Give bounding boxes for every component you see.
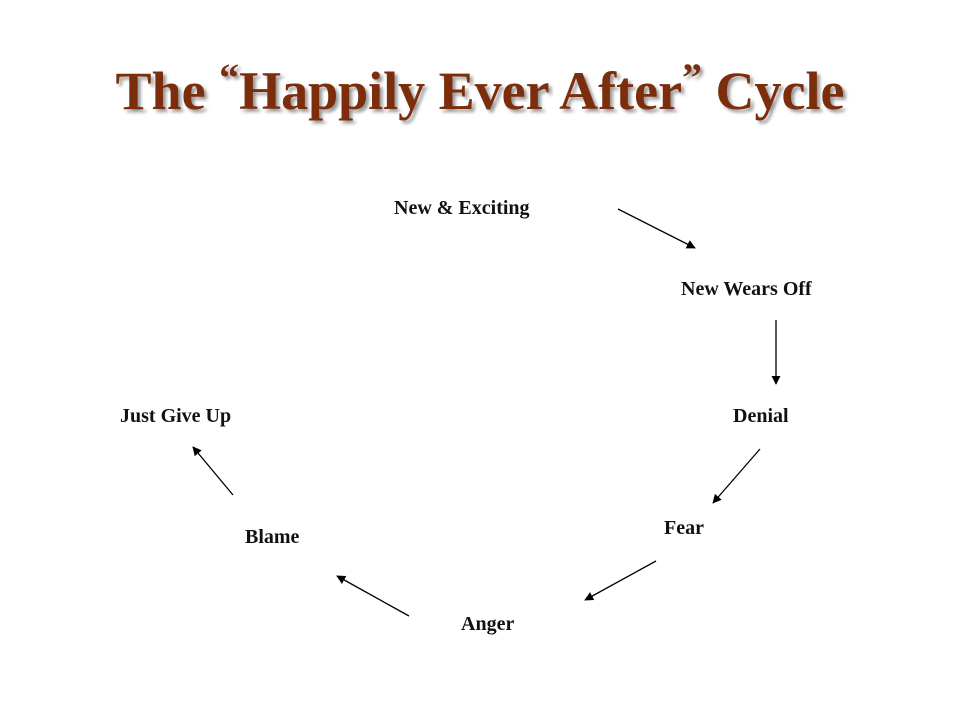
stage-new-wears-off: New Wears Off (681, 278, 812, 300)
stage-anger: Anger (461, 613, 515, 635)
stage-new-and-exciting: New & Exciting (394, 197, 530, 219)
title-suffix: Cycle (702, 61, 845, 121)
arrow-denial-to-fear (712, 448, 761, 504)
title-quoted-text: Happily Ever After (239, 61, 683, 121)
arrow-new-exciting-to-wears-off (617, 208, 696, 249)
arrow-anger-to-blame (336, 575, 410, 617)
stage-blame: Blame (245, 526, 300, 548)
arrow-blame-to-just-give-up (192, 446, 234, 496)
arrow-fear-to-anger (584, 560, 657, 601)
title-prefix: The (115, 61, 220, 121)
stage-denial: Denial (733, 405, 789, 427)
stage-just-give-up: Just Give Up (120, 405, 232, 427)
title-close-quote: ” (682, 55, 703, 100)
slide-title: The “Happily Ever After” Cycle (0, 55, 960, 121)
stage-fear: Fear (664, 517, 704, 539)
title-open-quote: “ (219, 55, 240, 100)
